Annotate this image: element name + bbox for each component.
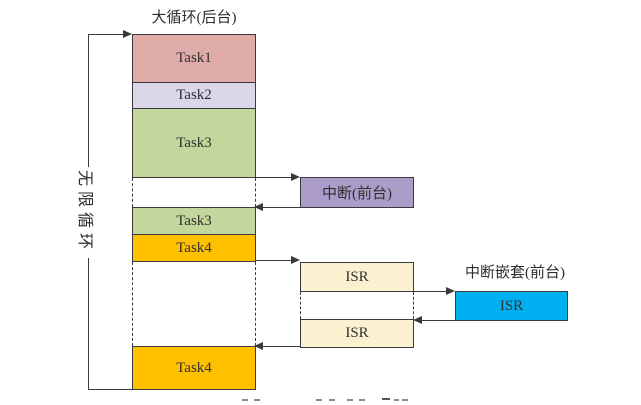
- isr-return-arrow-line: [262, 346, 301, 347]
- background-loop-title: 大循环(后台): [151, 10, 237, 26]
- task2-block: Task2: [132, 82, 256, 109]
- task4-resumed-label: Task4: [176, 359, 212, 376]
- task4-block: Task4: [132, 234, 256, 262]
- gap2-dashed-right: [255, 262, 256, 346]
- interrupt-entry-arrowhead-icon: [291, 173, 300, 181]
- isr-gap-dashed-left: [300, 292, 301, 319]
- task3-resumed-label: Task3: [176, 212, 212, 229]
- isr-gap-dashed-right: [413, 292, 414, 319]
- gap1-dashed-left: [132, 178, 133, 207]
- loop-forward-arrowhead-icon: [123, 30, 132, 38]
- nested-return-arrowhead-icon: [413, 316, 422, 324]
- isr-second-label: ISR: [345, 325, 369, 341]
- isr-entry-arrow-line: [255, 260, 292, 261]
- isr-nested-block: ISR: [455, 291, 568, 321]
- loop-bracket-line-upper: [88, 34, 89, 167]
- task3-label: Task3: [176, 134, 212, 151]
- loop-bracket-line-lower: [88, 258, 89, 389]
- loop-forward-arrow-line: [88, 34, 124, 35]
- gap2-dashed-left: [132, 262, 133, 346]
- isr-first-label: ISR: [345, 268, 369, 285]
- nested-return-arrow-line: [421, 320, 455, 321]
- infinite-loop-label: 无限循环: [76, 169, 93, 254]
- loop-return-line: [88, 389, 133, 390]
- task3-block: Task3: [132, 108, 256, 178]
- interrupt-foreground-label: 中断(前台): [322, 186, 392, 202]
- interrupt-return-arrow-line: [262, 207, 301, 208]
- task1-block: Task1: [132, 34, 256, 83]
- task2-label: Task2: [176, 87, 212, 103]
- isr-first-block: ISR: [300, 262, 414, 292]
- nested-interrupt-title: 中断嵌套(前台): [465, 265, 565, 281]
- isr-entry-arrowhead-icon: [291, 256, 300, 264]
- task4-resumed-block: Task4: [132, 346, 256, 390]
- isr-return-arrowhead-icon: [254, 342, 263, 350]
- interrupt-return-arrowhead-icon: [254, 203, 263, 211]
- task4-label: Task4: [176, 239, 212, 256]
- interrupt-foreground-block: 中断(前台): [300, 177, 414, 208]
- isr-second-block: ISR: [300, 319, 414, 348]
- nested-entry-arrow-line: [413, 291, 447, 292]
- task3-resumed-block: Task3: [132, 207, 256, 235]
- nested-entry-arrowhead-icon: [446, 287, 455, 295]
- task1-label: Task1: [176, 50, 212, 66]
- interrupt-entry-arrow-line: [255, 177, 292, 178]
- isr-nested-label: ISR: [499, 297, 524, 314]
- gap1-dashed-right: [255, 178, 256, 207]
